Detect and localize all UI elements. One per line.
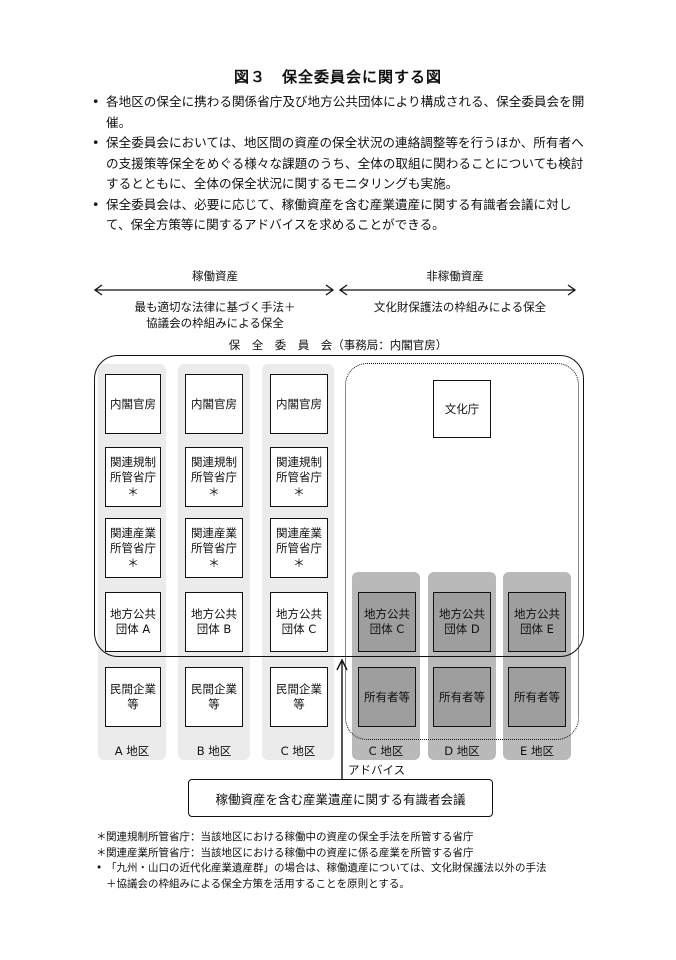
summary-bullets: 各地区の保全に携わる関係省庁及び地方公共団体により構成される、保全委員会を開催。… [92, 92, 592, 236]
footnote-mark: ＊ [96, 846, 107, 859]
bullet-item: 保全委員会においては、地区間の資産の保全状況の連絡調整等を行うほか、所有者への支… [92, 133, 592, 195]
local-government-box: 地方公共 団体 C [358, 592, 416, 652]
local-government-box: 地方公共 団体 B [185, 592, 243, 652]
footnote-mark: ＊ [96, 831, 107, 843]
non-operating-header: 非稼働資産 [426, 269, 484, 283]
local-government-box: 地方公共 団体 C [270, 592, 328, 652]
footnote-mark: • [96, 862, 103, 874]
industry-ministry-box: 関連産業 所管省庁 ＊ [185, 518, 243, 578]
footnote-text: 関連規制所管省庁：当該地区における稼働中の資産の保全手法を所管する省庁 [106, 831, 474, 843]
bullet-item: 保全委員会は、必要に応じて、稼働資産を含む産業遺産に関する有識者会議に対して、保… [92, 195, 592, 236]
advice-label: アドバイス [348, 763, 406, 777]
region-label: B 地区 [196, 744, 232, 758]
local-government-box: 地方公共 団体 D [433, 592, 491, 652]
non-operating-description: 文化財保護法の枠組みによる保全 [373, 300, 547, 314]
bullet-item: 各地区の保全に携わる関係省庁及び地方公共団体により構成される、保全委員会を開催。 [92, 92, 592, 133]
non-operating-frame [345, 363, 579, 740]
owner-box: 所有者等 [508, 667, 566, 727]
footnote-text: 「九州・山口の近代化産業遺産群」の場合は、稼働遺産については、文化財保護法以外の… [106, 862, 547, 890]
region-label: C 地区 [368, 744, 404, 758]
committee-label: 保 全 委 員 会（事務局：内閣官房） [228, 338, 448, 352]
expert-council-box: 稼働資産を含む産業遺産に関する有識者会議 [188, 779, 493, 817]
agency-for-cultural-affairs-box: 文化庁 [433, 380, 491, 438]
cabinet-secretariat-box: 内閣官房 [185, 374, 243, 434]
committee-frame [94, 355, 584, 657]
private-company-box: 民間企業 等 [185, 667, 243, 727]
region-label: E 地区 [520, 744, 554, 758]
industry-ministry-box: 関連産業 所管省庁 ＊ [105, 518, 161, 578]
footnote: ＊関連規制所管省庁：当該地区における稼働中の資産の保全手法を所管する省庁 [96, 830, 616, 846]
regulatory-ministry-box: 関連規制 所管省庁 ＊ [270, 447, 328, 507]
footnote: •「九州・山口の近代化産業遺産群」の場合は、稼働遺産については、文化財保護法以外… [96, 861, 616, 892]
private-company-box: 民間企業 等 [270, 667, 328, 727]
figure-title: 図３ 保全委員会に関する図 [233, 68, 442, 86]
footnote: ＊関連産業所管省庁：当該地区における稼働中の資産に係る産業を所管する省庁 [96, 846, 616, 862]
footnotes: ＊関連規制所管省庁：当該地区における稼働中の資産の保全手法を所管する省庁 ＊関連… [96, 830, 616, 892]
operating-description: 最も適切な法律に基づく手法＋ 協議会の枠組みによる保全 [134, 300, 296, 330]
region-label: D 地区 [444, 744, 480, 758]
industry-ministry-box: 関連産業 所管省庁 ＊ [270, 518, 328, 578]
operating-header: 稼働資産 [192, 269, 238, 283]
region-label: A 地区 [114, 744, 150, 758]
regulatory-ministry-box: 関連規制 所管省庁 ＊ [105, 447, 161, 507]
local-government-box: 地方公共 団体 E [508, 592, 566, 652]
cabinet-secretariat-box: 内閣官房 [270, 374, 328, 434]
regulatory-ministry-box: 関連規制 所管省庁 ＊ [185, 447, 243, 507]
owner-box: 所有者等 [358, 667, 416, 727]
owner-box: 所有者等 [433, 667, 491, 727]
region-label: C 地区 [280, 744, 316, 758]
footnote-text: 関連産業所管省庁：当該地区における稼働中の資産に係る産業を所管する省庁 [106, 846, 474, 859]
private-company-box: 民間企業 等 [105, 667, 161, 727]
cabinet-secretariat-box: 内閣官房 [105, 374, 161, 434]
